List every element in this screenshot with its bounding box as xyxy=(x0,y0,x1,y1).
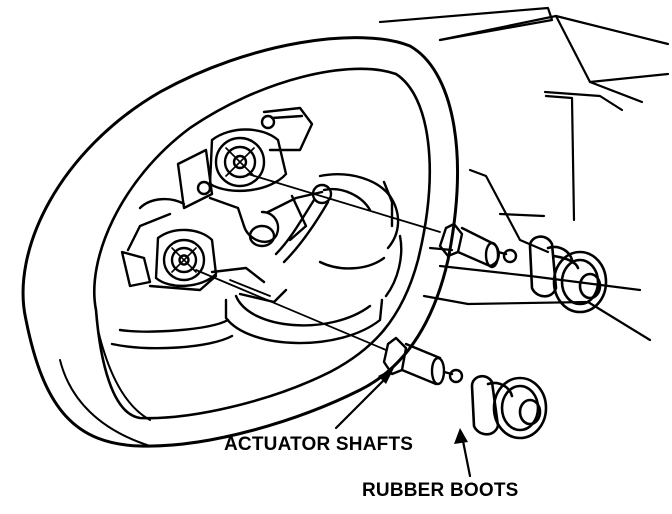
leader-lines xyxy=(334,372,472,478)
door-frame xyxy=(378,6,670,342)
actuator-housing xyxy=(120,106,324,304)
housing-outer-shell xyxy=(21,36,459,448)
mirror-housing xyxy=(21,36,459,448)
pivot-ball xyxy=(274,183,333,264)
actuator-shafts-arrowhead xyxy=(378,368,394,384)
lower-rubber-boot xyxy=(470,374,548,440)
actuator-shafts-leader xyxy=(334,372,392,430)
rubber-boots-arrowhead xyxy=(454,428,468,444)
upper-rubber-boot xyxy=(528,235,608,314)
rubber-boots-label: RUBBER BOOTS xyxy=(362,480,519,501)
housing-inner-rim xyxy=(92,67,431,420)
lower-motor-gear xyxy=(154,228,218,288)
actuator-shafts-label: ACTUATOR SHAFTS xyxy=(224,434,414,455)
upper-motor-gear xyxy=(208,128,288,193)
shaft-axis-lines xyxy=(195,173,441,351)
lower-actuator-shaft xyxy=(382,336,464,386)
upper-actuator-shaft xyxy=(438,222,518,269)
